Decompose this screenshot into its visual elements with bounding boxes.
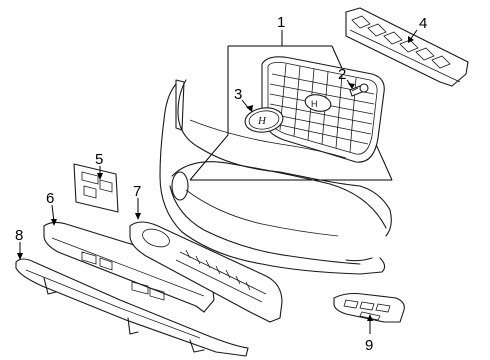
leader-lines [17, 29, 418, 334]
callout-7: 7 [133, 183, 141, 200]
callout-5: 5 [95, 151, 103, 168]
callout-6: 6 [46, 190, 54, 207]
upper-bracket [345, 7, 469, 87]
callout-1: 1 [277, 14, 285, 31]
callout-2: 2 [338, 66, 346, 83]
callout-9: 9 [365, 337, 373, 354]
callout-4: 4 [419, 15, 427, 32]
bumper-cover [159, 79, 392, 275]
license-plate-bracket [73, 163, 119, 213]
side-grille-insert [333, 292, 405, 323]
lower-lip-skid [15, 258, 249, 357]
callout-3: 3 [234, 86, 242, 103]
grille-screw [349, 83, 369, 97]
callout-labels: 1 2 3 4 5 6 7 8 9 [15, 14, 427, 354]
lower-grille [129, 221, 283, 323]
hyundai-emblem: H [244, 107, 284, 133]
svg-text:H: H [257, 115, 267, 127]
svg-text:H: H [311, 99, 318, 109]
callout-8: 8 [15, 227, 23, 244]
radiator-grille: H [261, 56, 385, 163]
